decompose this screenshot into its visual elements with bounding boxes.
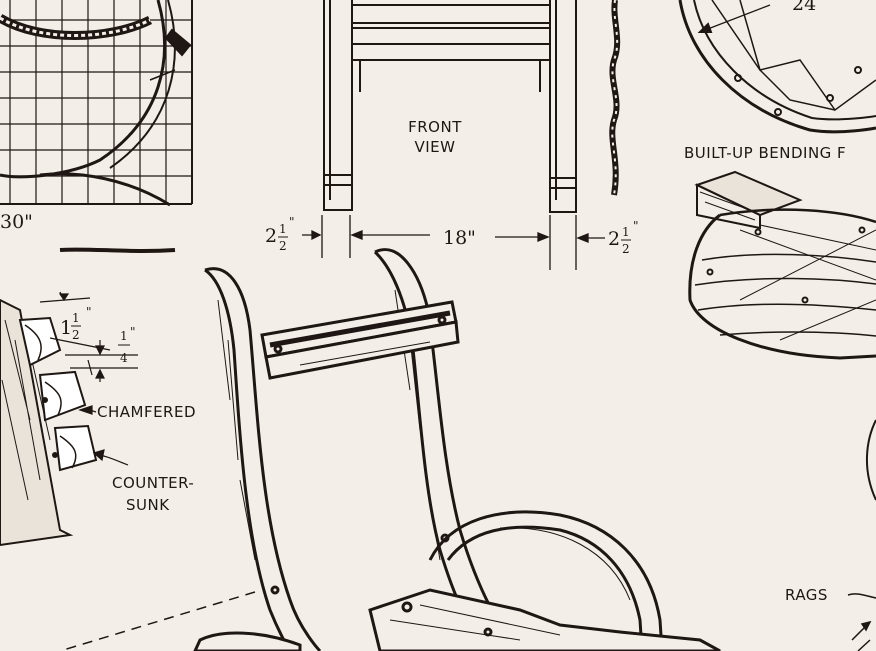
dim-quarter-inch: " bbox=[130, 325, 136, 339]
dim-quarter-num: 1 bbox=[120, 329, 128, 343]
dim-left-inch: " bbox=[289, 215, 295, 229]
rags-label: RAGS bbox=[785, 586, 828, 604]
rags-pointer bbox=[847, 593, 876, 651]
dim-30-label: 30" bbox=[0, 211, 33, 233]
dim-right-whole: 2 bbox=[608, 228, 620, 250]
twisted-cord-horizontal bbox=[59, 247, 176, 253]
bent-rocker-curve bbox=[0, 0, 192, 207]
dim-right-inch: " bbox=[633, 219, 639, 233]
dim-right-frac-num: 1 bbox=[622, 225, 630, 239]
dim-left-whole: 2 bbox=[265, 225, 277, 247]
dim-24-label: 24 bbox=[792, 0, 816, 15]
built-up-bending-label: BUILT-UP BENDING F bbox=[684, 144, 846, 162]
dim-18-label: 18" bbox=[443, 227, 476, 249]
edge-curve-right bbox=[866, 419, 876, 501]
slat-detail-drawing bbox=[0, 298, 98, 547]
countersunk-label-line1: COUNTER- bbox=[112, 474, 194, 492]
dim-one-and-half-den: 2 bbox=[72, 328, 80, 342]
dim-one-and-half-inch: " bbox=[86, 305, 92, 319]
countersunk-label-line2: SUNK bbox=[126, 496, 170, 514]
bending-form-circle bbox=[678, 0, 876, 134]
chair-front-view bbox=[323, 0, 577, 213]
dim-one-and-half-whole: 1 bbox=[60, 317, 72, 339]
dim-one-and-half-num: 1 bbox=[72, 311, 80, 325]
dim-quarter-den: 4 bbox=[120, 351, 128, 365]
chamfered-label: CHAMFERED bbox=[97, 403, 196, 421]
dim-right-frac-den: 2 bbox=[622, 242, 630, 256]
slat-detail-dims bbox=[39, 291, 138, 466]
front-view-label-line1: FRONT bbox=[408, 118, 462, 136]
dim-left-frac-num: 1 bbox=[279, 222, 287, 236]
dim-left-frac-den: 2 bbox=[279, 239, 287, 253]
front-view-label-line2: VIEW bbox=[415, 138, 456, 156]
front-view-dimension-line bbox=[302, 215, 605, 270]
built-up-form-block bbox=[688, 170, 876, 360]
rocking-chair-frame bbox=[193, 248, 721, 651]
